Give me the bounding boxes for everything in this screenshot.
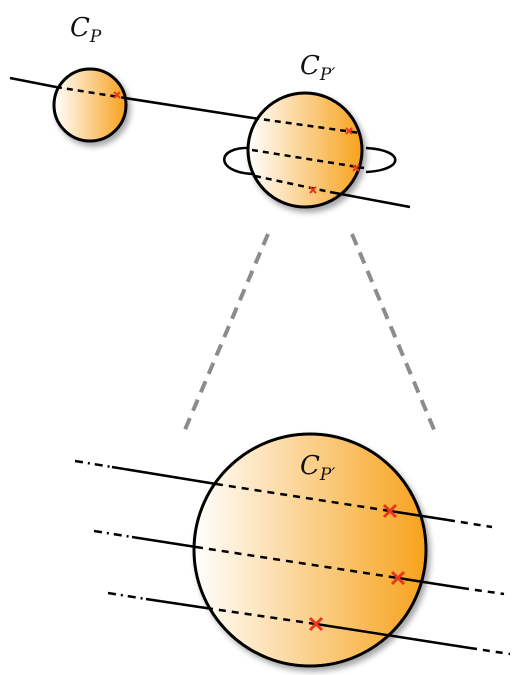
zoom-line-2-solid-left bbox=[131, 535, 197, 549]
loop-dashed-inside bbox=[251, 148, 365, 170]
marker-cross bbox=[390, 570, 406, 586]
zoom-line-3-solid-right bbox=[315, 622, 471, 650]
marker-cross bbox=[309, 186, 317, 194]
line-1-dashed-inside-large bbox=[252, 116, 361, 135]
zoom-line-2-solid-right bbox=[397, 576, 463, 590]
label-small-circle: CP bbox=[70, 13, 102, 47]
line-1-solid-left bbox=[9, 76, 57, 89]
small-sphere-group: CP bbox=[9, 13, 254, 143]
zoom-line-1-dashed-right bbox=[447, 518, 493, 529]
zoom-line-1-solid-right bbox=[389, 509, 449, 522]
loop-curve-right bbox=[365, 146, 397, 174]
marker-cross bbox=[345, 127, 353, 135]
zoom-line-3-solid-left bbox=[145, 597, 207, 610]
zoom-connector-left bbox=[182, 233, 270, 433]
marker-cross bbox=[382, 503, 398, 519]
zoom-line-2-dashed-inside bbox=[195, 545, 399, 580]
small-sphere bbox=[52, 67, 128, 143]
zoom-line-3-dashed-inside bbox=[205, 606, 317, 626]
marker-cross bbox=[352, 164, 360, 172]
zoom-sphere-group: CP′ bbox=[74, 432, 511, 668]
line-3-dashed-inside bbox=[254, 174, 331, 194]
zoom-line-1-dashed-inside bbox=[215, 482, 391, 513]
zoom-line-2-dashdot-left bbox=[93, 529, 133, 539]
large-sphere-group: CP′ bbox=[223, 51, 411, 209]
large-sphere bbox=[246, 91, 364, 209]
zoom-line-1-dashdot-left bbox=[74, 459, 113, 469]
label-zoom-circle: CP′ bbox=[300, 451, 335, 485]
marker-cross bbox=[113, 91, 121, 99]
zoom-line-3-dashdot-left bbox=[107, 591, 147, 601]
line-3-solid-right bbox=[329, 190, 411, 209]
zoom-line-3-dashed-right bbox=[469, 646, 511, 656]
zoom-line-2-dashed-right bbox=[461, 586, 505, 596]
zoom-line-1-solid-left bbox=[111, 465, 217, 486]
zoom-sphere bbox=[192, 432, 428, 668]
marker-cross bbox=[308, 616, 324, 632]
line-1-dashed-inside-small bbox=[55, 85, 126, 100]
line-1-solid-mid bbox=[124, 96, 254, 120]
zoom-connector-right bbox=[350, 233, 437, 433]
label-large-circle: CP′ bbox=[300, 51, 335, 85]
loop-curve bbox=[223, 146, 253, 176]
